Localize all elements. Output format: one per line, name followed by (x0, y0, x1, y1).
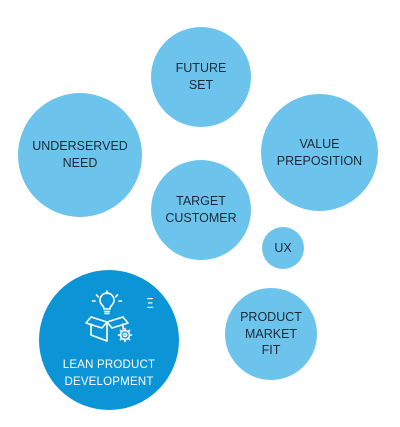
bubble-label-line: TARGET (176, 194, 226, 209)
bubble-target-customer: TARGET CUSTOMER (151, 160, 251, 260)
bubble-label: UNDERSERVED NEED (32, 138, 128, 172)
bubble-label-line: VALUE (299, 136, 340, 151)
bubble-label-line: FIT (261, 343, 281, 358)
bubble-label-line: UNDERSERVED (32, 139, 128, 154)
bubble-label-line: NEED (62, 156, 98, 170)
bubble-label: FUTURE SET (176, 60, 227, 94)
bubble-label: TARGET CUSTOMER (165, 193, 236, 227)
bubble-label-line: DEVELOPMENT (64, 375, 154, 388)
bubble-label-line: CUSTOMER (165, 211, 237, 225)
side-glyph: Ξ (146, 297, 155, 312)
bubble-future-set: FUTURE SET (151, 27, 251, 127)
bubble-label-line: PREPOSITION (276, 153, 363, 168)
bubble-label: PRODUCT MARKET FIT (240, 309, 302, 360)
bubble-label: UX (274, 240, 292, 255)
lean-content: LEAN PRODUCT DEVELOPMENT (63, 290, 156, 390)
lightbulb-box-gear-icon (77, 290, 141, 349)
bubble-product-market-fit: PRODUCT MARKET FIT (225, 288, 317, 380)
bubble-underserved-need: UNDERSERVED NEED (18, 93, 142, 217)
bubble-label: LEAN PRODUCT DEVELOPMENT (63, 357, 156, 390)
bubble-label: VALUE PREPOSITION (277, 136, 362, 170)
bubble-label-line: MARKET (244, 326, 298, 341)
bubble-ux: UX (262, 227, 304, 269)
bubble-label-line: PRODUCT (240, 309, 302, 324)
bubble-lean-product-development: Ξ (39, 270, 179, 410)
bubble-label-line: SET (188, 78, 214, 92)
bubble-label-line: FUTURE (175, 61, 227, 76)
bubble-value-preposition: VALUE PREPOSITION (261, 94, 378, 211)
bubble-label-line: LEAN PRODUCT (62, 358, 156, 371)
